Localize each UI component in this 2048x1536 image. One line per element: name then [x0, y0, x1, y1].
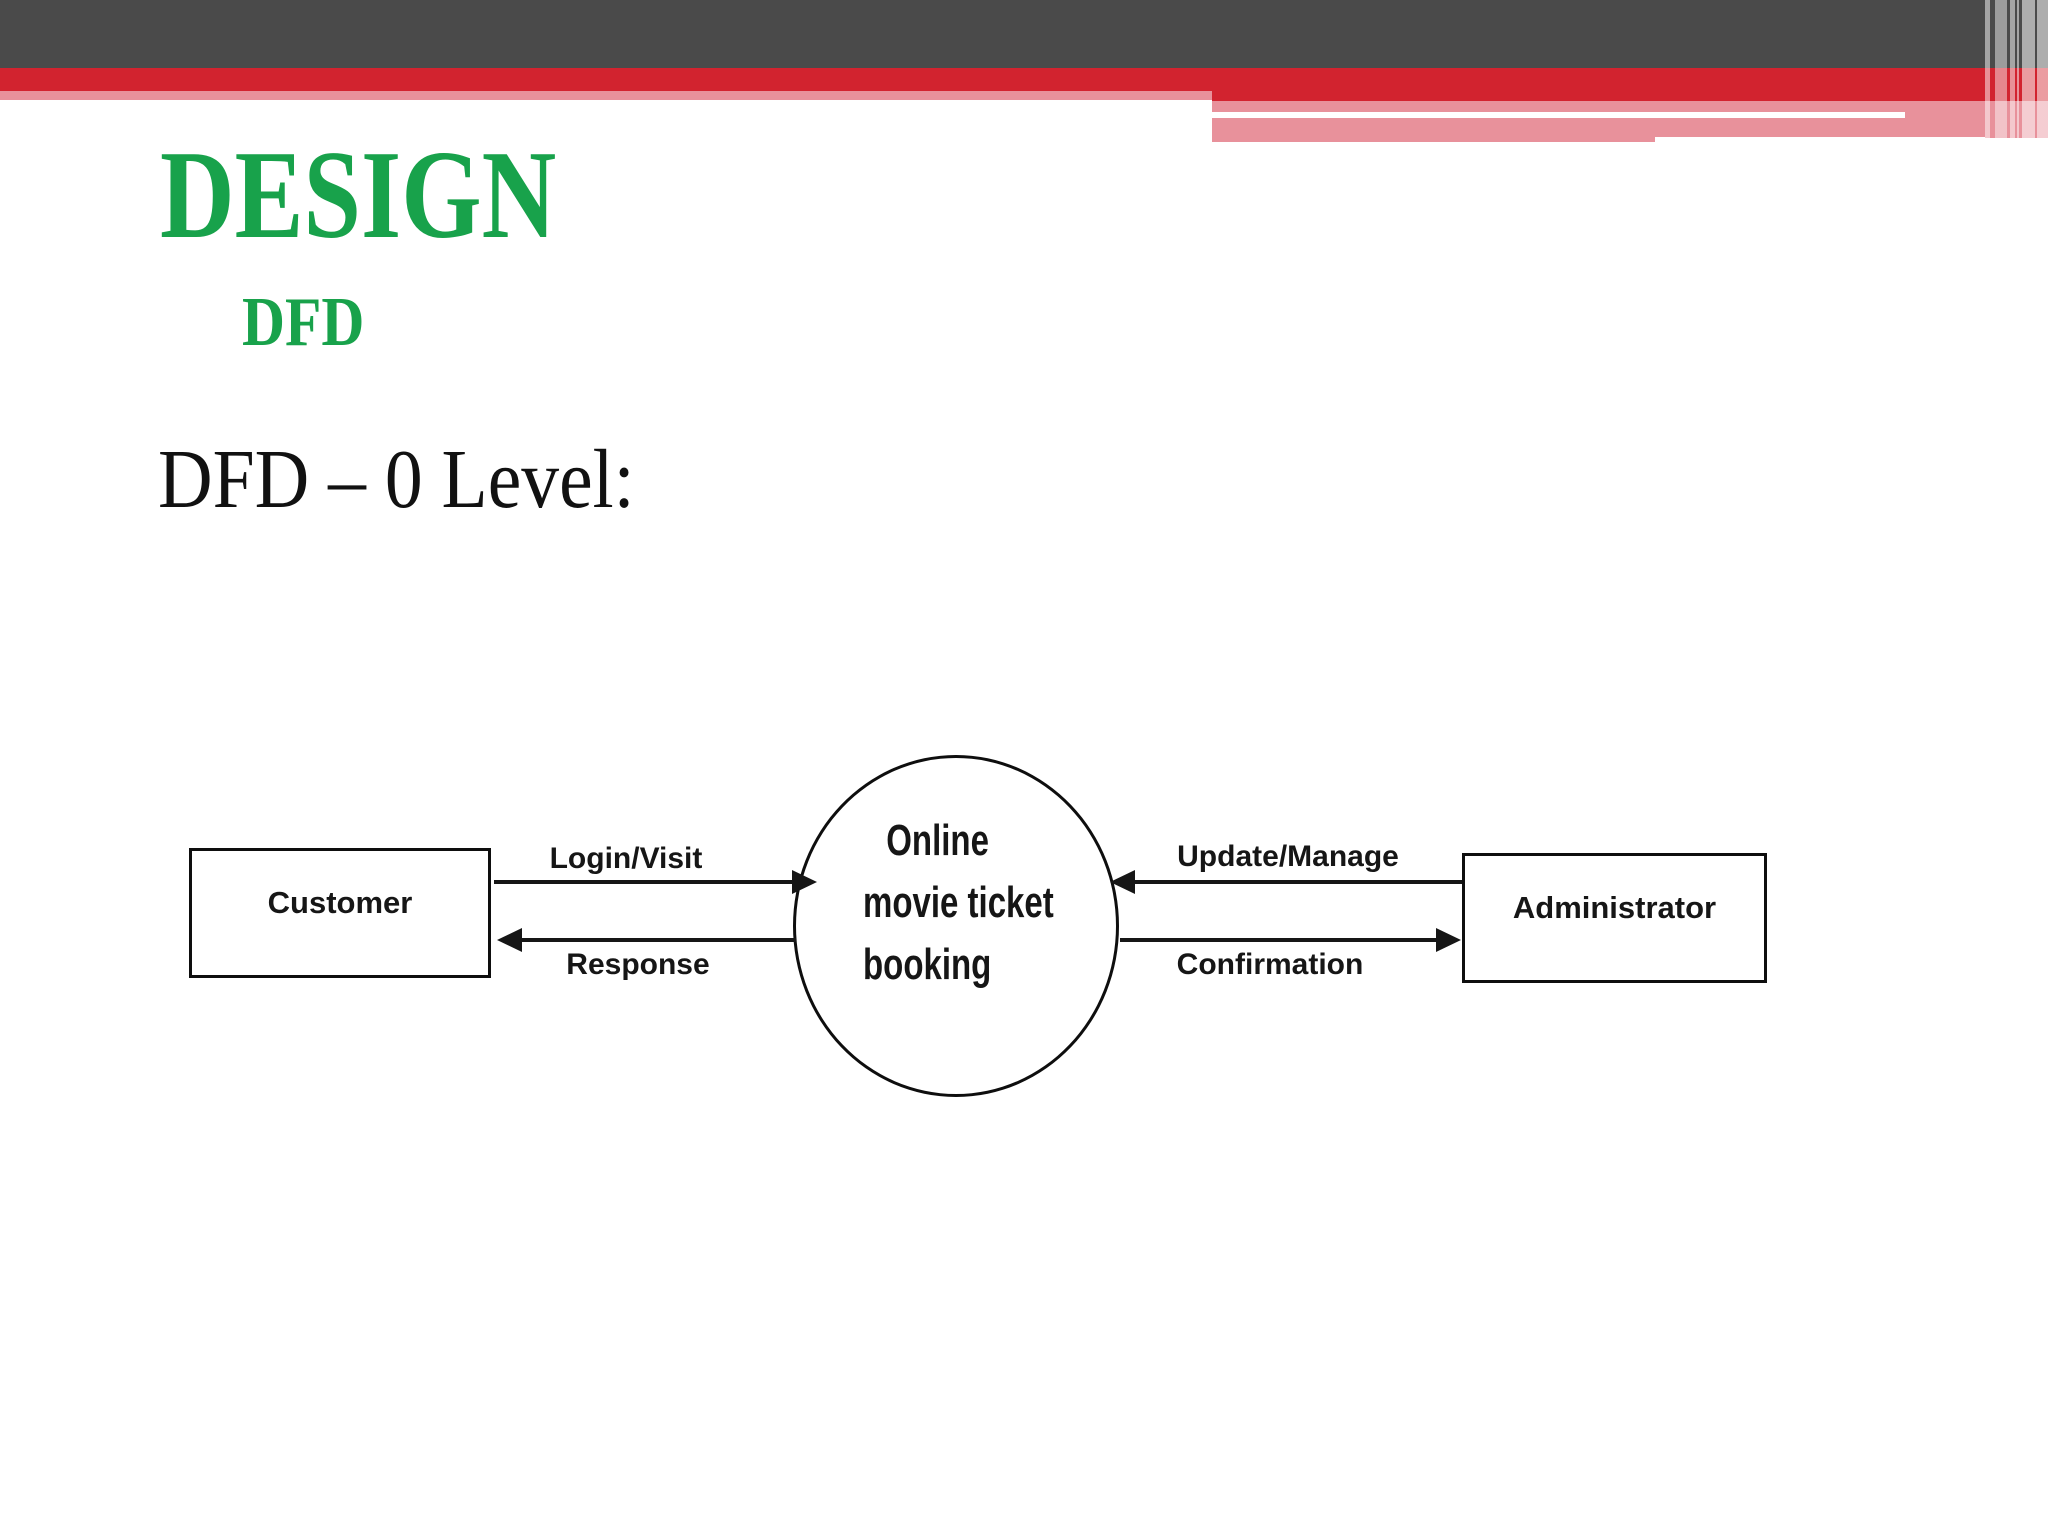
- flow-line-update-manage: [1134, 880, 1462, 884]
- header-pink-stripe-gap-fill: [1905, 112, 2048, 118]
- header-dark-bar: [0, 0, 2048, 68]
- header-corner-vertical-stripes: [1985, 0, 2048, 138]
- header-red-bar: [0, 68, 2048, 91]
- entity-label-administrator: Administrator: [1512, 890, 1717, 925]
- header-pink-stripe-lower-right: [1212, 118, 1985, 137]
- header-pink-stripe-notch: [1212, 137, 1655, 142]
- flow-label-update-manage: Update/Manage: [1177, 840, 1399, 873]
- entity-box-customer: Customer: [189, 848, 491, 978]
- flow-line-response: [520, 938, 796, 942]
- flow-line-login-visit: [494, 880, 794, 884]
- flow-line-confirmation: [1120, 938, 1438, 942]
- process-label-line-1: Online: [886, 816, 989, 865]
- arrowhead-left-icon: [497, 928, 522, 952]
- header-red-bar-extension: [1212, 91, 2048, 101]
- entity-label-customer: Customer: [267, 885, 413, 920]
- header-pink-stripe-upper-right: [1212, 101, 2048, 112]
- entity-box-administrator: Administrator: [1462, 853, 1767, 983]
- slide-title: DESIGN: [160, 126, 557, 265]
- arrowhead-right-icon: [1436, 928, 1461, 952]
- flow-label-login-visit: Login/Visit: [549, 842, 703, 875]
- arrowhead-right-icon: [792, 870, 817, 894]
- slide-subtitle: DFD: [242, 284, 365, 361]
- process-circle-online-movie-ticket-booking: [793, 755, 1119, 1097]
- process-label-line-3: booking: [863, 940, 992, 989]
- process-label: Online movie ticket booking: [863, 810, 1058, 996]
- header-pink-stripe-left: [0, 91, 1212, 100]
- flow-label-response: Response: [566, 948, 710, 981]
- arrowhead-left-icon: [1110, 870, 1135, 894]
- flow-label-confirmation: Confirmation: [1176, 948, 1364, 981]
- process-label-line-2: movie ticket: [863, 878, 1054, 927]
- section-heading: DFD – 0 Level:: [158, 433, 635, 526]
